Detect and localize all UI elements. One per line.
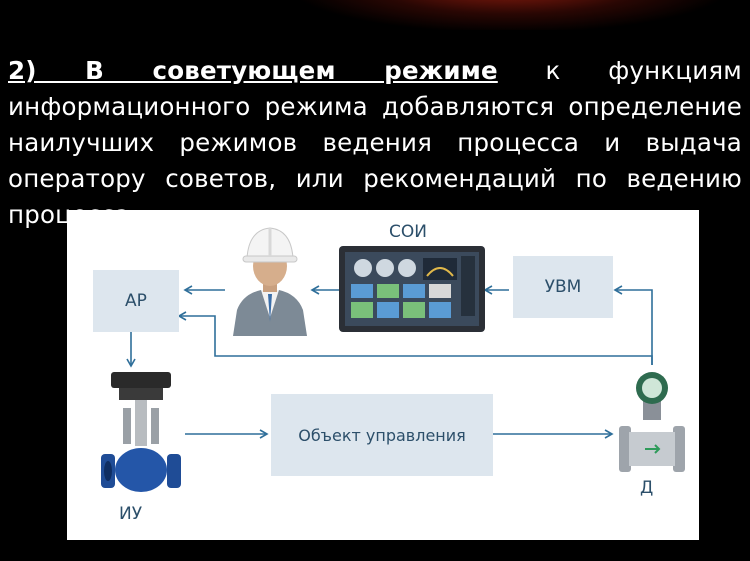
control-object-box: Объект управления [271, 394, 493, 476]
ar-box: АР [93, 270, 179, 332]
arrow-sensor-to-uvm [613, 285, 653, 365]
description-paragraph: 2) В советующем режиме к функциям информ… [8, 53, 742, 233]
control-object-label: Объект управления [298, 425, 466, 445]
actuator-valve-icon [101, 372, 181, 492]
ar-label: АР [125, 291, 147, 311]
uvm-label: УВМ [544, 277, 582, 297]
display-monitor-icon [339, 246, 485, 332]
uvm-box: УВМ [513, 256, 613, 318]
title-glow [300, 0, 720, 30]
control-scheme-diagram: АР УВМ Объект управления СОИ ИУ Д [67, 210, 699, 540]
arrow-sensor-to-ar [177, 311, 653, 365]
operator-icon [233, 227, 307, 336]
soi-label: СОИ [389, 222, 427, 242]
flow-sensor-icon [619, 372, 685, 472]
diagram-arrows [126, 285, 653, 439]
paragraph-lead: 2) В советующем режиме [8, 55, 498, 85]
d-label: Д [640, 478, 654, 498]
iu-label: ИУ [119, 504, 143, 524]
